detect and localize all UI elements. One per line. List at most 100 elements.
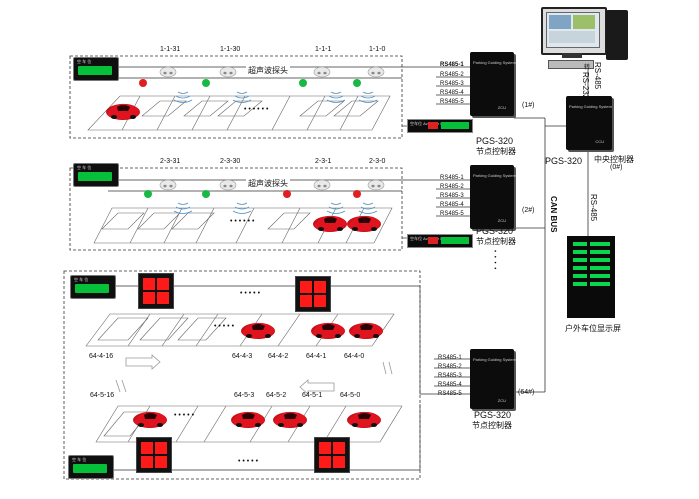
parking-stalls-bottom-row1 <box>85 313 395 347</box>
controller-number: (1#) <box>522 102 535 109</box>
entrance-sign-top: 空 车 位 <box>73 57 119 81</box>
available-lots-display-middle: 空车位 Available Lots <box>407 234 473 248</box>
indicator-green-top-3 <box>353 79 361 87</box>
zone-outline-top <box>69 55 403 139</box>
port-label: RS485-1 <box>440 62 464 68</box>
slot-id: 64-5-1 <box>302 392 323 399</box>
slot-id: 64-5-0 <box>340 392 361 399</box>
port-label: RS485-4 <box>438 382 462 388</box>
exit-sign-bottom: 空 车 位 <box>68 455 114 479</box>
node-controller-2: Parking Guiding System ZCU <box>470 165 516 229</box>
zone-outline-bottom <box>63 270 421 480</box>
port-label: RS485-5 <box>440 99 464 105</box>
can-bus-label: CAN BUS <box>549 196 558 233</box>
central-controller: Parking Guiding System CCU <box>566 96 612 150</box>
port-label: RS485-2 <box>440 72 464 78</box>
ellipsis: • • • • • <box>238 458 259 465</box>
keyboard-icon <box>548 60 594 69</box>
port-label: RS485-4 <box>440 90 464 96</box>
indicator-green-mid-2 <box>202 190 210 198</box>
central-controller-label: 中央控制器 <box>594 155 634 164</box>
sensor-id: 2-3-1 <box>315 158 332 165</box>
slot-id: 64-4-0 <box>344 353 365 360</box>
red-indicator-panel <box>314 437 350 473</box>
slot-id: 64-5-2 <box>266 392 287 399</box>
sensor-id: 1-1-31 <box>160 46 181 53</box>
controller-name: PGS-320 <box>476 136 514 146</box>
entrance-sign-middle: 空 车 位 <box>73 163 119 187</box>
indicator-green-top-2 <box>299 79 307 87</box>
slot-id: 64-5-3 <box>234 392 255 399</box>
rs485-label: RS-485 <box>593 62 602 90</box>
entrance-sign-bottom: 空 车 位 <box>70 275 116 299</box>
parking-stalls-top <box>87 95 391 131</box>
car-bottom-4 <box>133 411 167 428</box>
node-controller-1: Parking Guiding System ZCU <box>470 52 516 116</box>
indicator-green-top-1 <box>202 79 210 87</box>
car-top-1 <box>106 103 140 120</box>
port-label: RS485-5 <box>440 211 464 217</box>
ellipsis: • • • • • • <box>230 218 255 225</box>
car-bottom-7 <box>347 411 381 428</box>
node-controller-64: Parking Guiding System ZCU <box>470 349 516 409</box>
ellipsis: • • • • • • <box>244 106 269 113</box>
controller-label: 节点控制器 <box>476 237 516 246</box>
port-label: RS485-1 <box>440 175 464 181</box>
sensor-label: 超声波探头 <box>246 178 290 189</box>
red-indicator-panel <box>295 276 331 312</box>
slot-id: 64-4-3 <box>232 353 253 360</box>
sensor-id: 2-3-31 <box>160 158 181 165</box>
car-bottom-3 <box>349 322 383 339</box>
central-controller-name: PGS-320 <box>545 156 583 166</box>
port-label: RS485-3 <box>440 193 464 199</box>
sensor-id: 1-1-30 <box>220 46 241 53</box>
vertical-dots: • • • • <box>491 250 497 271</box>
controller-name: PGS-320 <box>476 226 514 236</box>
ellipsis: • • • • • <box>240 290 261 297</box>
port-label: RS485-2 <box>440 184 464 190</box>
zone-outline-middle <box>69 167 403 251</box>
rs485-down-label: RS-485 <box>589 194 598 222</box>
port-label: RS485-4 <box>440 202 464 208</box>
ellipsis: • • • • • <box>214 323 235 330</box>
port-label: RS485-1 <box>438 355 462 361</box>
sensor-id: 1-1-0 <box>369 46 386 53</box>
car-middle-2 <box>347 215 381 232</box>
central-controller-number: (0#) <box>610 164 623 171</box>
slot-id: 64-4-16 <box>89 353 114 360</box>
controller-label: 节点控制器 <box>476 147 516 156</box>
car-bottom-6 <box>273 411 307 428</box>
monitor-icon <box>541 7 607 55</box>
controller-number: (64#) <box>518 389 535 396</box>
monitor-stand <box>562 53 582 58</box>
sensor-id: 2-3-30 <box>220 158 241 165</box>
car-middle-1 <box>313 215 347 232</box>
port-label: RS485-5 <box>438 391 462 397</box>
sensor-label: 超声波探头 <box>246 65 290 76</box>
outdoor-display-label: 户外车位显示屏 <box>565 324 621 333</box>
ellipsis: • • • • • <box>174 412 195 419</box>
slot-id: 64-5-16 <box>90 392 115 399</box>
slot-id: 64-4-2 <box>268 353 289 360</box>
port-label: RS485-3 <box>438 373 462 379</box>
car-bottom-5 <box>231 411 265 428</box>
indicator-red-mid-2 <box>353 190 361 198</box>
outdoor-display <box>567 236 615 318</box>
red-indicator-panel <box>136 437 172 473</box>
can-bus-lines <box>514 60 589 393</box>
slot-id: 64-4-1 <box>306 353 327 360</box>
port-label: RS485-2 <box>438 364 462 370</box>
indicator-red-top <box>139 79 147 87</box>
available-lots-display-top: 空车位 Available Lots <box>407 119 473 133</box>
lane-arrows <box>115 354 393 395</box>
sensor-id: 2-3-0 <box>369 158 386 165</box>
indicator-red-mid-1 <box>283 190 291 198</box>
pc-tower-icon <box>606 10 628 60</box>
controller-name: PGS-320 <box>474 410 512 420</box>
car-bottom-2 <box>311 322 345 339</box>
car-bottom-1 <box>241 322 275 339</box>
indicator-green-mid-1 <box>144 190 152 198</box>
rs232-prefix: 转 <box>584 65 591 71</box>
port-label: RS485-3 <box>440 81 464 87</box>
